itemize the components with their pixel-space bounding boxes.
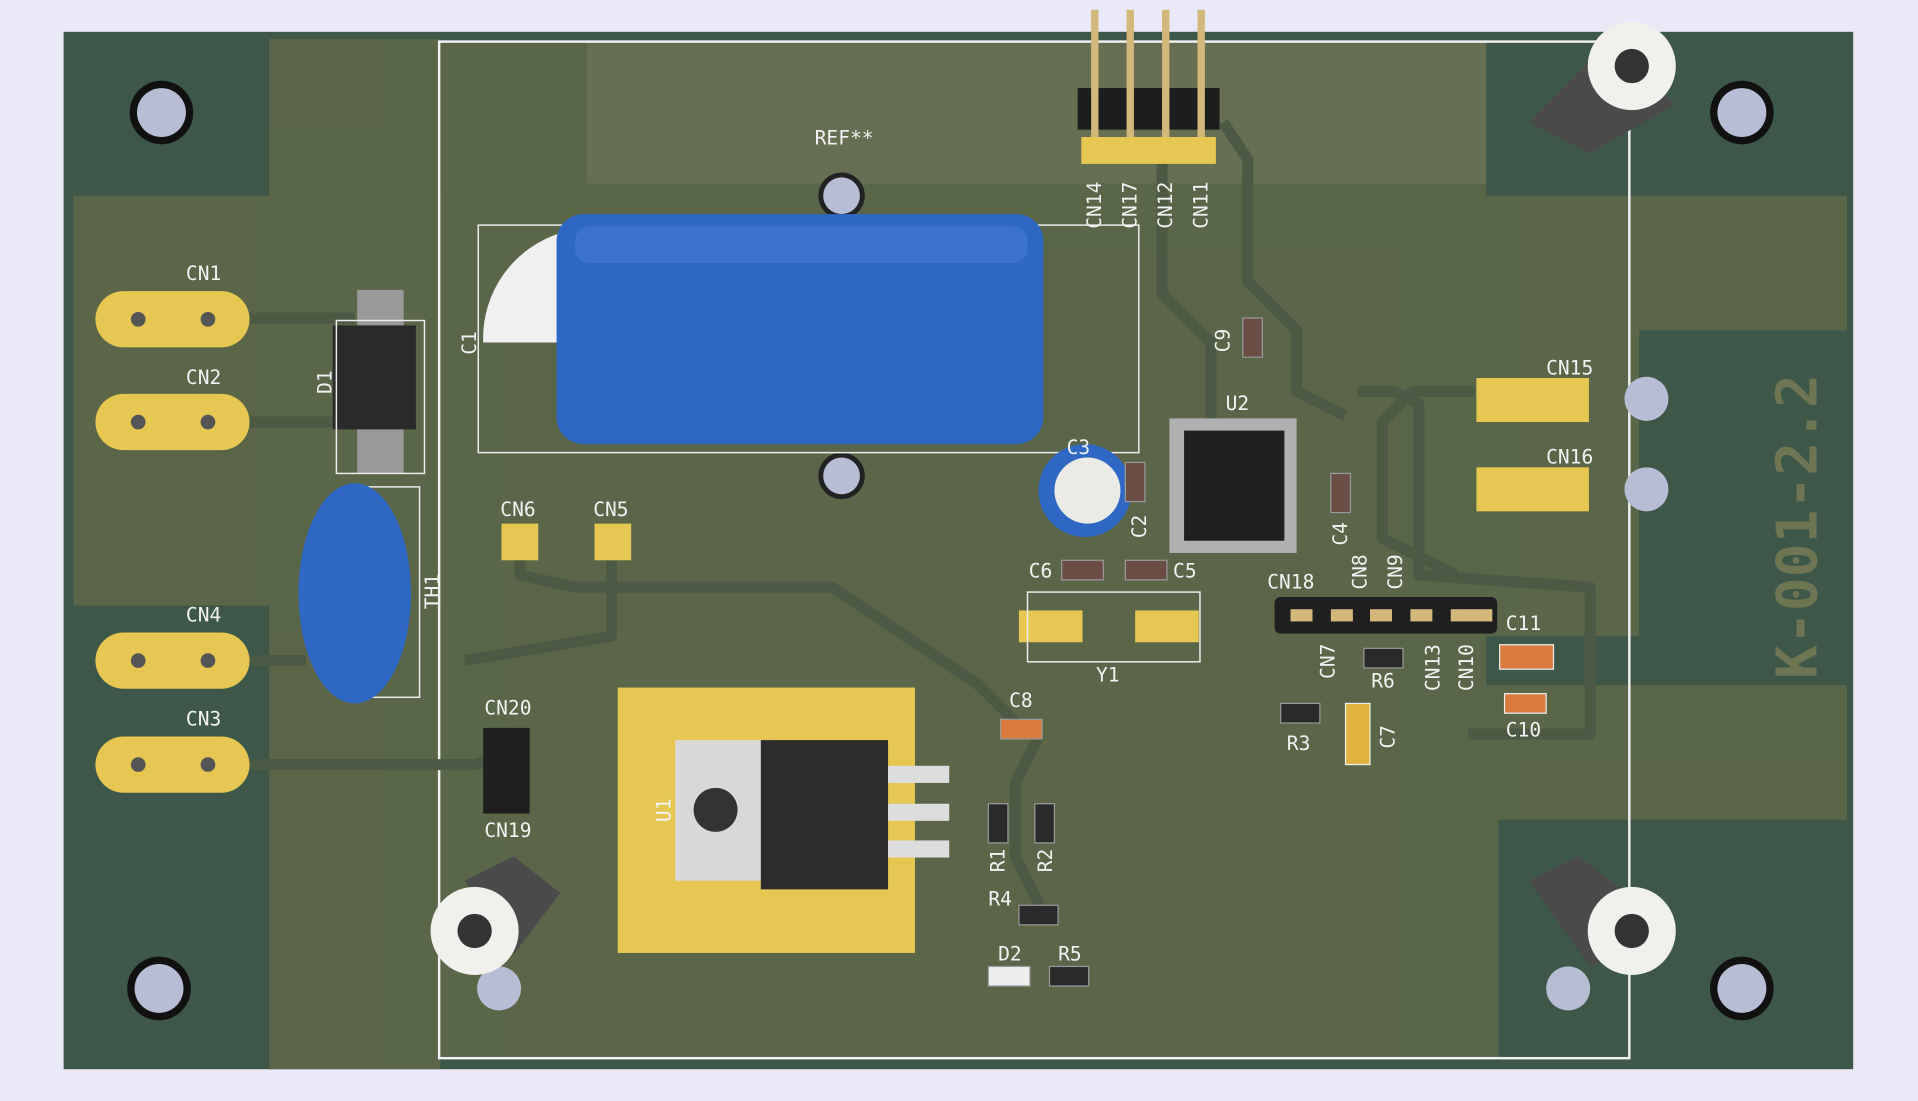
- y1-outline: [1026, 591, 1201, 663]
- label-cn5: CN5: [593, 498, 628, 521]
- label-c6: C6: [1029, 559, 1053, 582]
- d1-outline: [335, 319, 426, 475]
- label-c3: C3: [1067, 436, 1091, 459]
- u1-regulator: [675, 740, 950, 890]
- label-c11: C11: [1506, 612, 1541, 635]
- label-d1: D1: [313, 370, 336, 394]
- c1-capacitor: [556, 214, 1044, 445]
- traces: [244, 119, 1596, 908]
- label-c7: C7: [1376, 725, 1399, 749]
- silkscreen-labels: REF** C1 D1 CN1 CN2 CN4 CN3 TH1 CN6 CN5 …: [186, 126, 1593, 965]
- label-c1: C1: [458, 331, 481, 355]
- label-cn4: CN4: [186, 603, 221, 626]
- label-cn7: CN7: [1317, 644, 1340, 679]
- c1-polarity: [483, 232, 563, 343]
- label-r5: R5: [1058, 942, 1082, 965]
- label-u1: U1: [652, 799, 675, 823]
- label-cn6: CN6: [500, 498, 535, 521]
- d1-package: [332, 325, 416, 430]
- label-cn10: CN10: [1455, 644, 1478, 691]
- label-cn11: CN11: [1189, 182, 1212, 229]
- cn19-cn20-jumpers: [483, 727, 530, 814]
- label-ref: REF**: [815, 126, 874, 149]
- label-cn2: CN2: [186, 366, 221, 389]
- label-cn9: CN9: [1384, 554, 1407, 589]
- label-r2: R2: [1034, 849, 1057, 873]
- revision-mark: K-001-2.2: [1765, 374, 1830, 679]
- label-cn16: CN16: [1546, 446, 1593, 469]
- th1-thermistor: [298, 483, 411, 704]
- u2-qfp: [1169, 418, 1297, 553]
- label-r3: R3: [1287, 732, 1311, 755]
- label-cn14: CN14: [1083, 182, 1106, 229]
- mounting-holes: [127, 80, 1774, 1021]
- label-d2: D2: [998, 942, 1022, 965]
- pin-header-top: [1077, 9, 1220, 164]
- label-cn18: CN18: [1267, 570, 1314, 593]
- label-cn13: CN13: [1422, 644, 1445, 691]
- label-c2: C2: [1128, 515, 1151, 539]
- label-c9: C9: [1211, 329, 1234, 353]
- board-outline: [437, 40, 1631, 1060]
- label-c8: C8: [1009, 689, 1033, 712]
- label-cn19: CN19: [484, 819, 531, 842]
- label-c4: C4: [1329, 522, 1352, 546]
- label-r1: R1: [986, 849, 1009, 873]
- label-c5: C5: [1173, 559, 1197, 582]
- label-cn17: CN17: [1118, 182, 1141, 229]
- label-cn20: CN20: [484, 696, 531, 719]
- label-cn1: CN1: [186, 262, 221, 285]
- smd-parts: [987, 317, 1555, 987]
- label-cn8: CN8: [1348, 554, 1371, 589]
- label-th1: TH1: [421, 574, 444, 609]
- label-cn15: CN15: [1546, 356, 1593, 379]
- label-r6: R6: [1371, 670, 1395, 693]
- label-u2: U2: [1226, 392, 1250, 415]
- label-y1: Y1: [1096, 663, 1120, 686]
- label-cn12: CN12: [1154, 182, 1177, 229]
- label-c10: C10: [1506, 718, 1541, 741]
- label-cn3: CN3: [186, 707, 221, 730]
- standoffs: [430, 22, 1676, 975]
- label-r4: R4: [988, 887, 1012, 910]
